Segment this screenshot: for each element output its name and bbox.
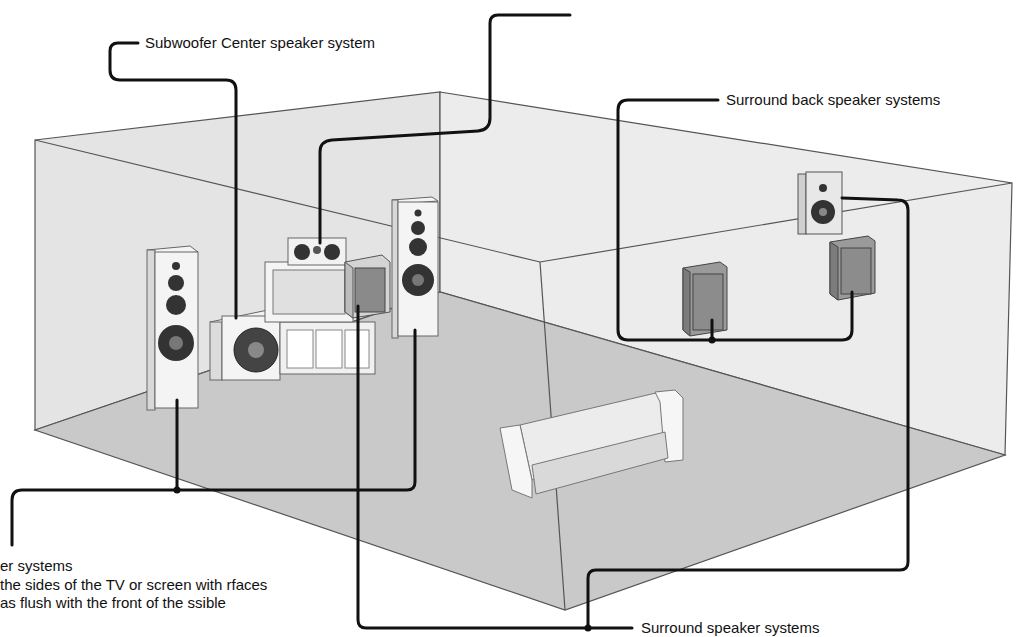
callout-note: the sides of the TV or screen with rface…: [0, 576, 282, 612]
callout-label: Surround back speaker systems: [726, 91, 940, 109]
surround-back-speaker: [830, 236, 875, 300]
surround-speaker: [345, 255, 390, 318]
surround-back-speaker: [683, 262, 727, 336]
surround-speaker: [798, 172, 842, 234]
center-speaker: [288, 238, 346, 265]
callout-label: er systems: [0, 557, 73, 575]
sofa: [500, 390, 683, 498]
front-speaker: [392, 197, 438, 338]
television: [265, 262, 353, 322]
callout-label: Subwoofer Center speaker system: [145, 34, 375, 52]
floor: [35, 292, 1005, 610]
callout-label: Surround speaker systems: [641, 619, 819, 637]
tv-cabinet: [280, 322, 375, 374]
front-speaker: [147, 246, 198, 410]
